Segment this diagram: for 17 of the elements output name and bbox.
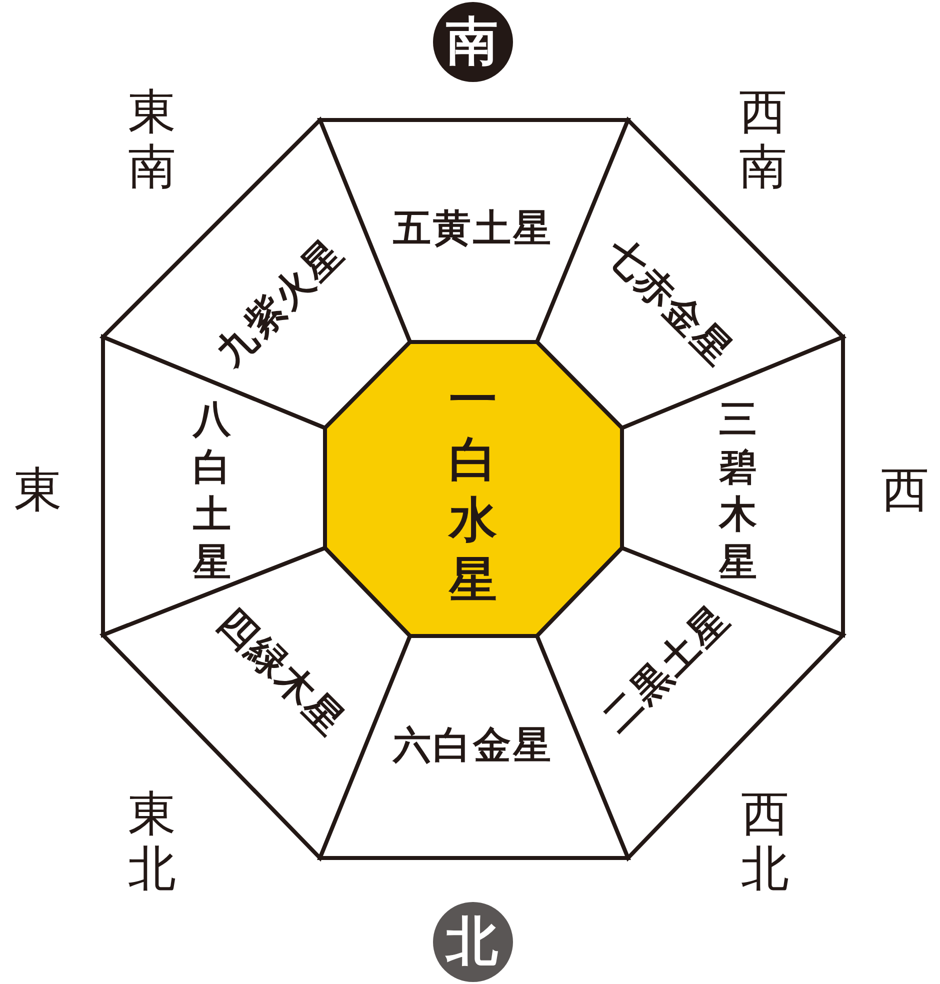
direction-label: 東南 xyxy=(128,84,176,196)
direction-label: 東北 xyxy=(128,786,176,898)
star-name: 八白土星 xyxy=(193,395,231,585)
star-name: 六白金星 xyxy=(393,726,553,764)
star-name: 四緑木星 xyxy=(212,602,352,742)
star-name: 二黒土星 xyxy=(596,598,736,738)
direction-label: 東 xyxy=(14,466,62,514)
star-name: 三碧木星 xyxy=(719,395,757,585)
direction-label: 西 xyxy=(881,466,929,514)
direction-label: 西北 xyxy=(741,786,789,898)
star-name: 七赤金星 xyxy=(600,232,740,372)
star-name: 一白水星 xyxy=(449,371,497,610)
direction-label: 北 xyxy=(446,916,500,968)
star-name: 五黄土星 xyxy=(393,209,553,247)
direction-label: 南 xyxy=(446,16,500,68)
star-name: 九紫火星 xyxy=(210,232,350,372)
direction-label: 西南 xyxy=(739,84,787,196)
